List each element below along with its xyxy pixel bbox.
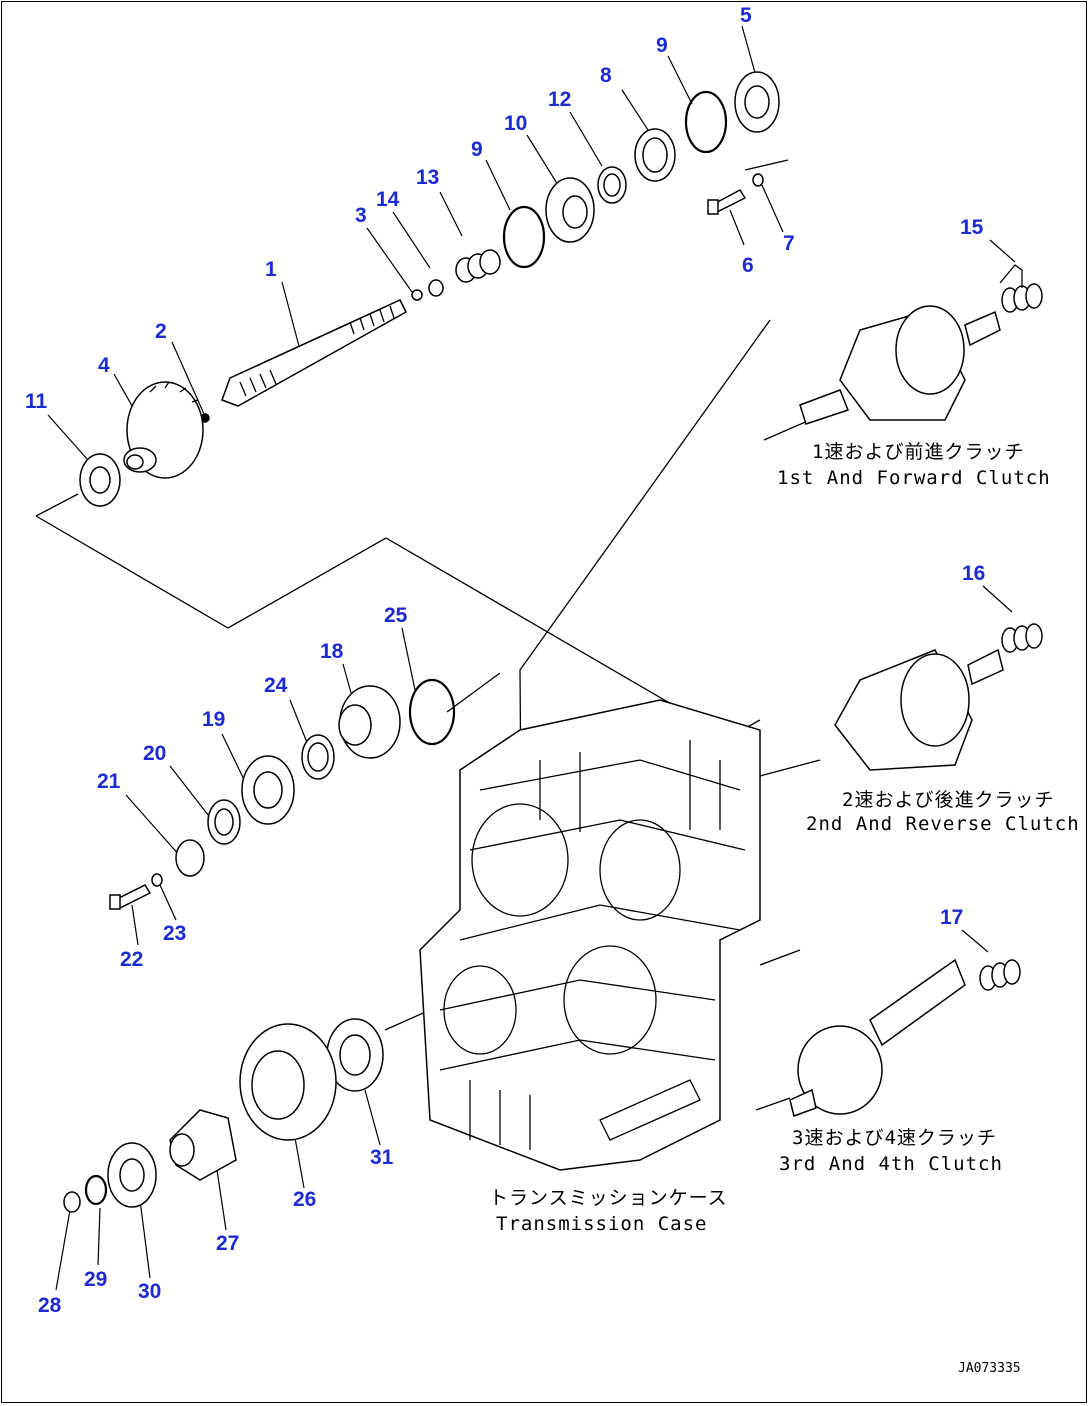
callout-3: 3: [355, 204, 367, 227]
captions: 1速および前進クラッチ 1st And Forward Clutch 2速および…: [489, 441, 1080, 1376]
clutch-2-caption-en: 2nd And Reverse Clutch: [806, 813, 1080, 835]
clutch-1-drawing: [799, 264, 1043, 425]
clutch-1-caption-jp: 1速および前進クラッチ: [812, 441, 1024, 463]
clutch-3-caption-jp: 3速および4速クラッチ: [792, 1127, 997, 1149]
callout-6: 6: [742, 254, 754, 277]
clutch-2-caption-jp: 2速および後進クラッチ: [842, 789, 1054, 811]
callout-20: 20: [143, 742, 166, 765]
callout-10: 10: [504, 112, 527, 135]
case-caption-en: Transmission Case: [496, 1213, 707, 1235]
callout-12: 12: [548, 88, 571, 111]
callout-13: 13: [416, 166, 439, 189]
callout-11: 11: [25, 390, 48, 413]
callout-2: 2: [155, 320, 167, 343]
callout-9-left: 9: [471, 138, 483, 161]
transmission-case-drawing: [419, 699, 761, 1171]
callout-23: 23: [163, 922, 186, 945]
callout-25: 25: [384, 604, 408, 627]
callout-8: 8: [600, 64, 612, 87]
clutch-1-caption-en: 1st And Forward Clutch: [777, 467, 1051, 489]
clutch-3-caption-en: 3rd And 4th Clutch: [779, 1153, 1003, 1175]
callout-1: 1: [265, 258, 277, 281]
callout-14: 14: [376, 188, 400, 211]
callout-numbers: 1 2 3 4 5 6 7 8 9 9 10 11 12 13 14 15 16…: [25, 4, 985, 1317]
callout-7: 7: [783, 232, 795, 255]
callout-17: 17: [940, 906, 963, 929]
callout-22: 22: [120, 948, 143, 971]
callout-24: 24: [264, 674, 288, 697]
clutch-2-drawing: [834, 623, 1043, 771]
callout-9-right: 9: [656, 34, 668, 57]
callout-27: 27: [216, 1232, 239, 1255]
case-caption-jp: トランスミッションケース: [489, 1187, 728, 1209]
lower-parts-group: [63, 1018, 384, 1213]
input-shaft-group: [79, 71, 780, 507]
callout-31: 31: [370, 1146, 394, 1169]
callout-4: 4: [98, 354, 110, 377]
output-parts-group: [109, 678, 456, 910]
callout-21: 21: [97, 770, 121, 793]
drawing-reference: JA073335: [958, 1361, 1021, 1376]
callout-19: 19: [202, 708, 225, 731]
callout-29: 29: [84, 1268, 107, 1291]
callout-28: 28: [38, 1294, 62, 1317]
callout-15: 15: [960, 216, 984, 239]
callout-26: 26: [293, 1188, 316, 1211]
callout-30: 30: [138, 1280, 161, 1303]
callout-5: 5: [740, 4, 752, 27]
clutch-3-drawing: [789, 958, 1021, 1117]
callout-18: 18: [320, 640, 344, 663]
callout-16: 16: [962, 562, 985, 585]
